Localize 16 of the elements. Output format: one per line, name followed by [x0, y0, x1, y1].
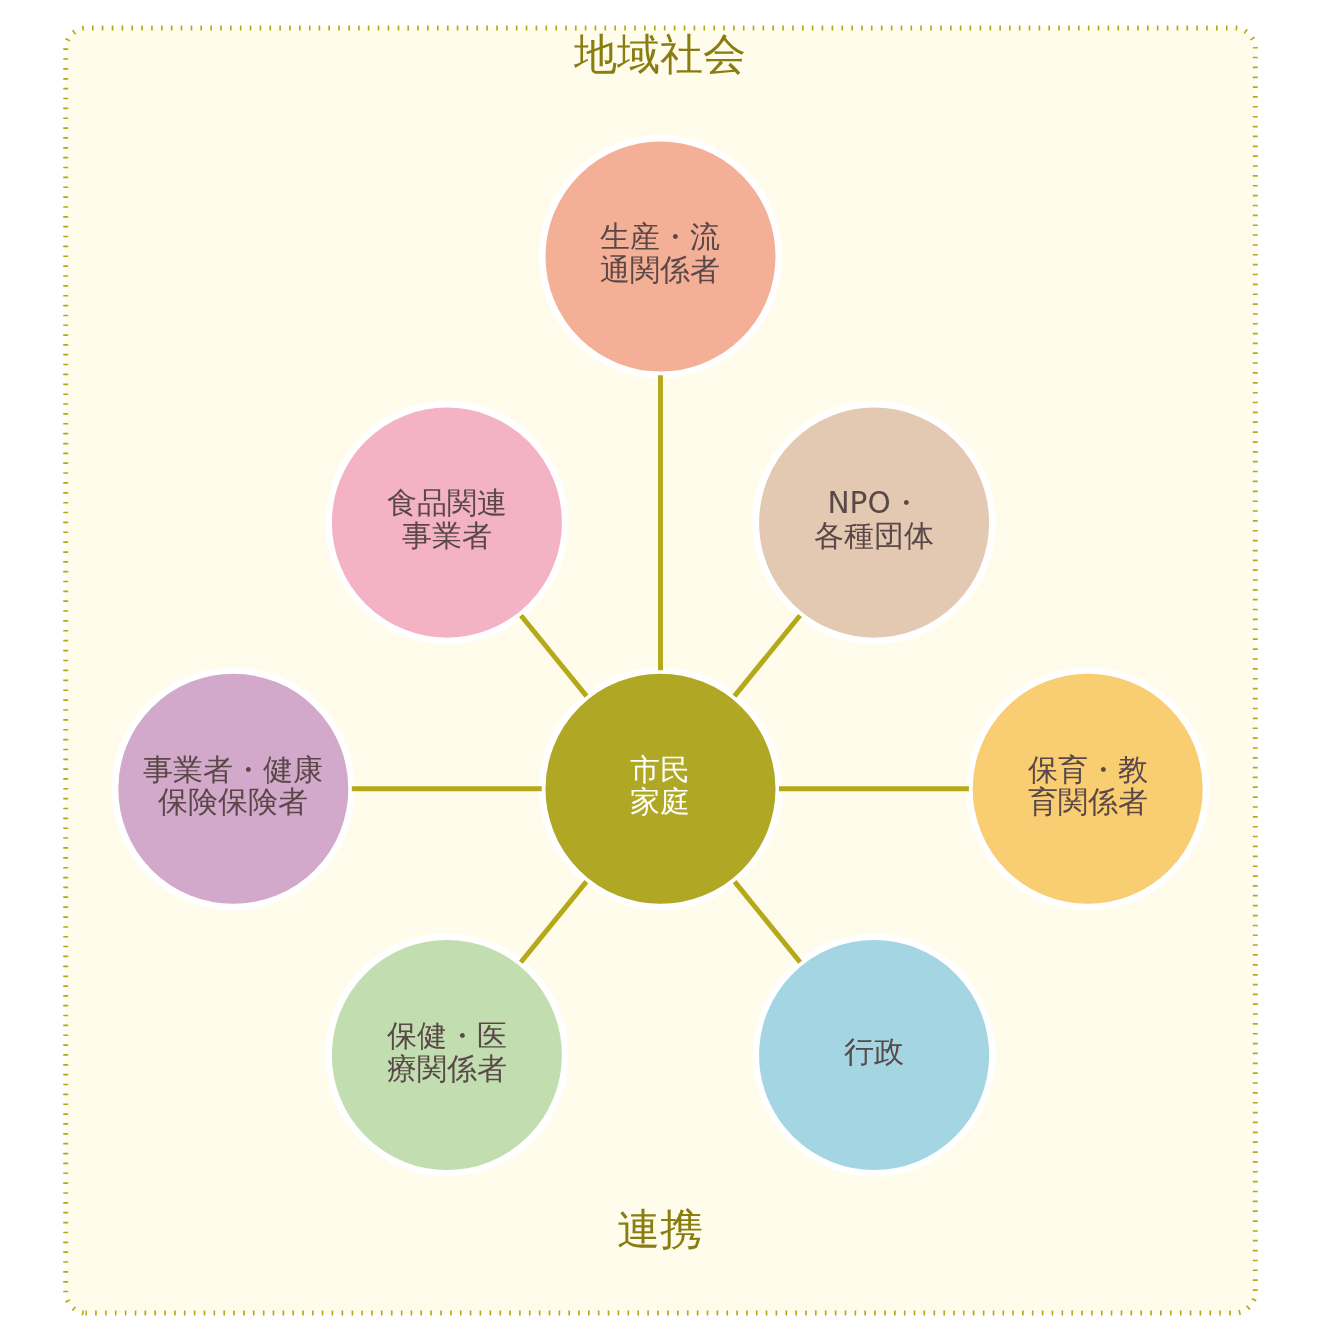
- node-circle: 生産・流通関係者: [538, 134, 783, 379]
- node-circle: 市民 家庭: [538, 667, 783, 911]
- connector: [779, 786, 969, 792]
- node-circle: 食品関連事業者: [325, 401, 569, 645]
- node-circle: 行政: [752, 933, 996, 1177]
- connector: [732, 880, 803, 964]
- connector: [732, 613, 802, 698]
- node-circle: 事業者・健康保険保険者: [111, 667, 355, 911]
- connector: [519, 613, 589, 698]
- label: 連携: [617, 1203, 704, 1254]
- connector: [518, 880, 589, 964]
- node-circle: NPO・各種団体: [752, 401, 996, 645]
- node-circle: 保健・医療関係者: [325, 933, 569, 1177]
- connector: [351, 786, 542, 792]
- node-circle: 保育・教育関係者: [966, 667, 1210, 911]
- connector: [658, 375, 663, 671]
